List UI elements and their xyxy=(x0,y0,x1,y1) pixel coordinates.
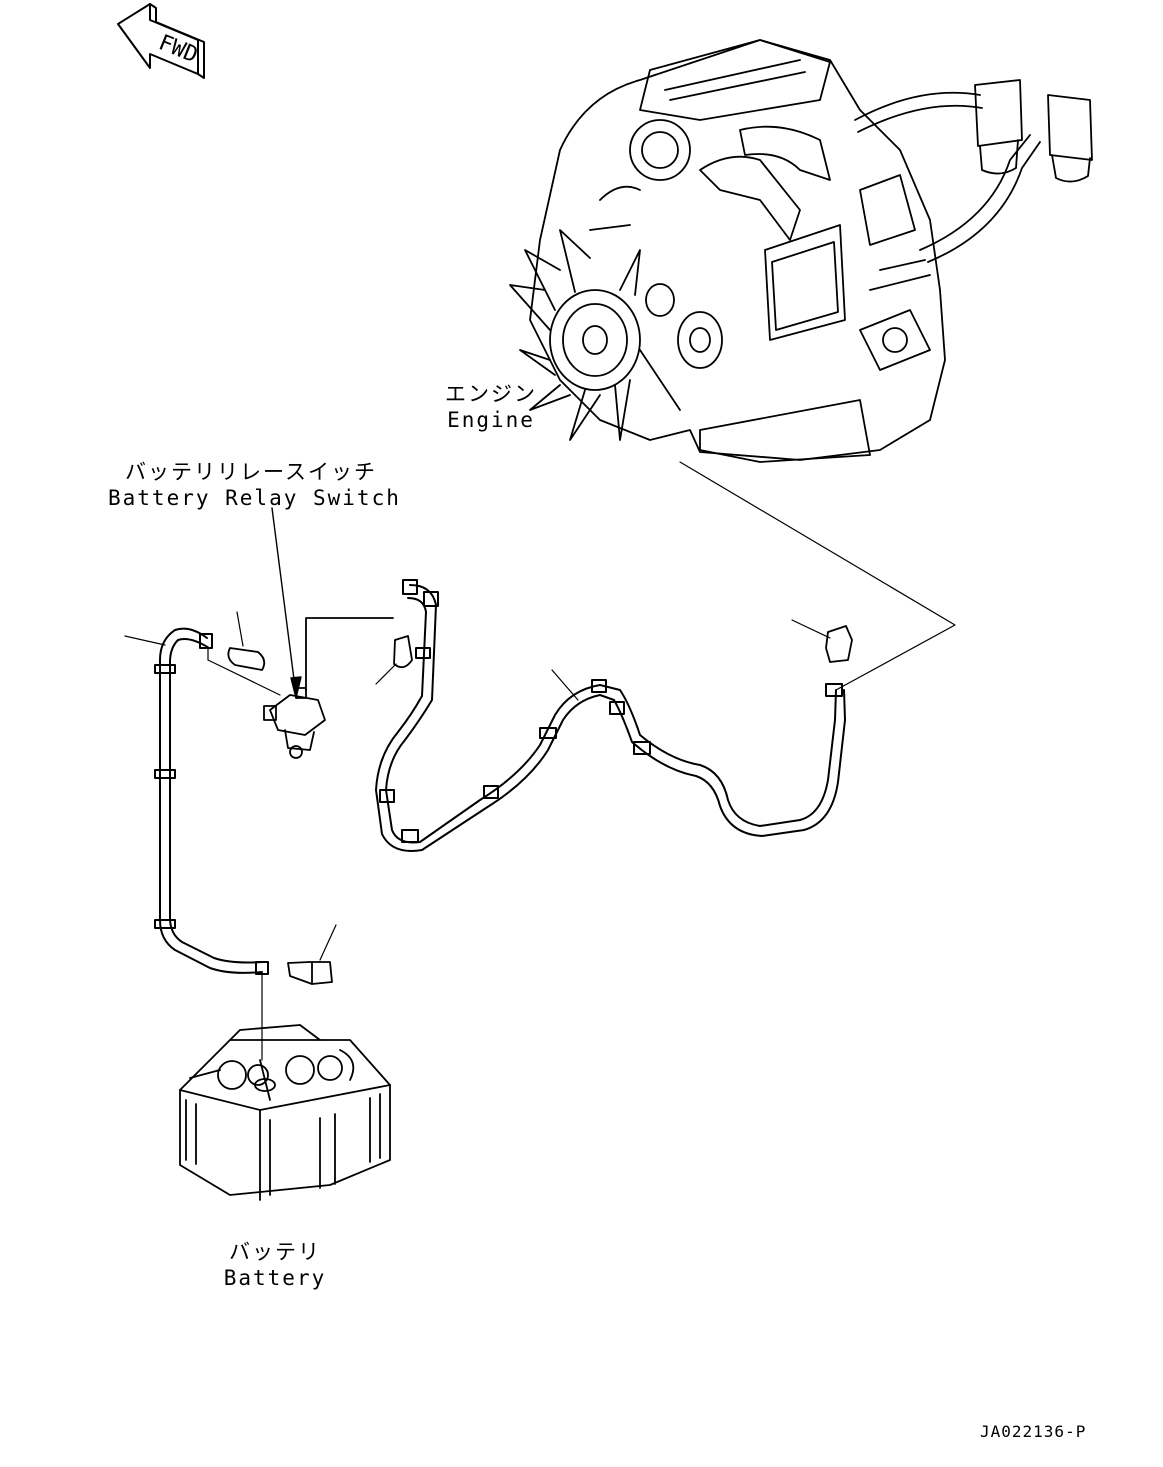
engine-ground-leader xyxy=(679,461,956,691)
battery xyxy=(179,1024,391,1201)
battery-relay-switch-label-en: Battery Relay Switch xyxy=(108,486,401,510)
fwd-arrow-text: FWD xyxy=(155,30,201,68)
battery-relay-switch xyxy=(263,617,394,759)
fwd-arrow-icon: FWD xyxy=(117,3,205,79)
engine-label: エンジン Engine xyxy=(436,378,546,432)
terminal-boot-4 xyxy=(791,619,853,663)
terminal-boot-2 xyxy=(375,635,413,685)
battery-relay-switch-label: バッテリリレースイッチ Battery Relay Switch xyxy=(108,456,401,510)
engine-drawing xyxy=(509,39,1093,463)
battery-label: バッテリ Battery xyxy=(216,1236,334,1290)
terminal-boot-3 xyxy=(287,924,337,985)
battery-positive-cable xyxy=(124,627,281,1061)
battery-relay-switch-label-jp: バッテリリレースイッチ xyxy=(125,460,377,484)
battery-label-jp: バッテリ xyxy=(229,1240,321,1264)
battery-label-en: Battery xyxy=(223,1266,327,1290)
relay-leader-arrow xyxy=(271,507,302,699)
engine-label-en: Engine xyxy=(447,408,535,432)
engine-fan xyxy=(509,229,681,441)
engine-label-jp: エンジン xyxy=(445,382,537,406)
drawing-code: JA022136-P xyxy=(980,1422,1087,1441)
terminal-boot-1 xyxy=(227,611,266,671)
relay-to-engine-cable xyxy=(375,579,846,852)
